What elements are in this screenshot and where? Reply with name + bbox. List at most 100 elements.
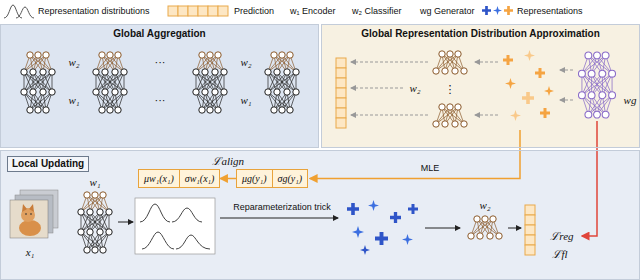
mle-line (310, 130, 520, 179)
local-representation (375, 232, 388, 245)
legend-text: Prediction (234, 5, 274, 17)
weight-label: w₂ (479, 199, 490, 211)
dashed-arrow (560, 100, 573, 101)
weight-label: w₂ (409, 82, 420, 94)
weight-label: w₂ (240, 56, 251, 68)
panel: Global Representation Distribution Appro… (321, 24, 640, 148)
distribution-box: μw₁(x₁)σw₁(x₁) (138, 169, 220, 188)
client-model (21, 52, 55, 113)
prediction-cell (525, 225, 535, 235)
local-representation (347, 203, 359, 215)
representation-sample (482, 6, 491, 15)
prediction-cell (198, 6, 208, 16)
prediction-sample (168, 6, 228, 16)
global-representation (524, 50, 535, 61)
panel: Local Updating μw₁(x₁)σw₁(x₁) μg(y₁)σg(y₁) (0, 150, 640, 280)
regularization-line (582, 121, 597, 236)
prediction-cell (336, 118, 346, 128)
distribution-curves (140, 204, 210, 249)
classifier-model (433, 104, 467, 127)
legend-text: wg Generator (420, 5, 475, 17)
legend-text: w₂ Classifier (352, 5, 402, 17)
classifier-model (468, 216, 502, 239)
panel-title: Local Updating (7, 156, 89, 172)
local-representation (368, 200, 379, 211)
encoder-model (78, 192, 112, 253)
distribution-term: σw₁(x₁) (179, 170, 220, 187)
prediction-cell (336, 78, 346, 88)
local-representation (352, 226, 364, 238)
local-representation (408, 204, 418, 214)
panel: Global Aggregation (0, 24, 319, 148)
loss-label: ℒreg (550, 230, 573, 242)
prediction-cell (218, 6, 228, 16)
prediction-cell (168, 6, 178, 16)
weight-label: w₁ (89, 176, 100, 188)
loss-label: ℒfl (552, 248, 567, 260)
panel-title: Global Representation Distribution Appro… (361, 28, 600, 40)
prediction-cell (336, 108, 346, 118)
prediction-cell (178, 6, 188, 16)
global-representation (540, 108, 550, 118)
distribution-box: μg(y₁)σg(y₁) (236, 169, 308, 188)
distribution-sample (4, 5, 34, 18)
prediction-cell (525, 205, 535, 215)
global-representation (535, 68, 545, 78)
prediction-cell (336, 98, 346, 108)
loss-label: ℒalign (210, 155, 246, 167)
prediction-cell (336, 88, 346, 98)
legend-text: Representation distributions (38, 5, 150, 17)
distribution-term: μg(y₁) (237, 170, 272, 187)
panel-ground (0, 150, 640, 280)
panel-title: Global Aggregation (113, 28, 205, 40)
local-representation (402, 234, 413, 245)
dashed-arrow (560, 70, 573, 71)
prediction-cell (188, 6, 198, 16)
representation-sample (493, 6, 502, 15)
legend-text: Representations (517, 5, 583, 17)
flow-arrow (118, 222, 133, 223)
ellipsis: ··· (155, 56, 166, 68)
ellipsis: ⋮ (445, 83, 456, 95)
dashed-arrow (351, 62, 428, 63)
generator-model (578, 52, 615, 118)
step-label: Reparameterization trick (233, 201, 331, 213)
classifier-model (433, 51, 467, 74)
client-model (265, 52, 299, 113)
representation-sample (504, 6, 513, 15)
prediction-cell (208, 6, 218, 16)
panel-ground (321, 24, 640, 148)
prediction-cell (336, 68, 346, 78)
weight-label: w₁ (240, 94, 251, 106)
global-representation (522, 92, 534, 104)
distribution-panel (135, 198, 215, 254)
prediction-cell (525, 215, 535, 225)
global-representation (503, 55, 513, 65)
ellipsis: ··· (155, 94, 166, 106)
local-representation (360, 245, 370, 255)
distribution-term: μw₁(x₁) (139, 170, 179, 187)
prediction-bar (336, 58, 346, 128)
client-model (93, 52, 127, 113)
cat-ears (22, 204, 34, 212)
panel-ground (0, 24, 319, 148)
weight-label: w₂ (68, 56, 79, 68)
distribution-term: σg(y₁) (272, 170, 308, 187)
legend-text: w₁ Encoder (290, 5, 336, 17)
prediction-cell (525, 235, 535, 245)
dashed-arrow (351, 115, 428, 116)
prediction-cell (336, 58, 346, 68)
local-representation (390, 212, 401, 223)
global-representation (510, 110, 521, 121)
cat-body (19, 220, 41, 236)
cat-eyes (25, 213, 32, 214)
global-representation (505, 78, 516, 89)
flow-arrow (508, 228, 521, 229)
prediction-cell (525, 245, 535, 255)
flow-arrow (425, 228, 460, 229)
weight-label: w₁ (68, 94, 79, 106)
input-label: x₁ (26, 246, 35, 258)
cat-image (10, 200, 48, 238)
